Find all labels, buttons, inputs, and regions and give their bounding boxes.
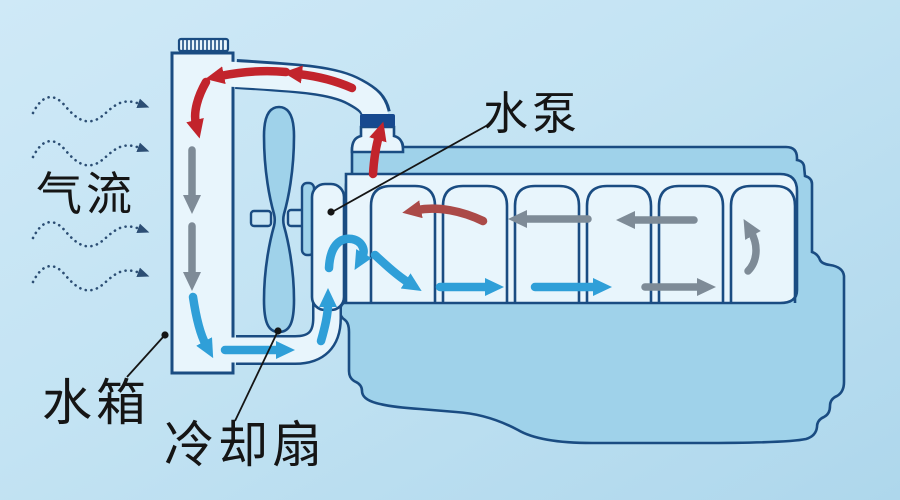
- label-radiator: 水箱: [42, 375, 150, 431]
- cool-flow-arrow: [324, 234, 372, 273]
- upper-hose-inner: [225, 61, 389, 120]
- label-cooling-fan: 冷却扇: [164, 417, 326, 473]
- cylinder: [513, 184, 581, 303]
- thermostat-band: [360, 114, 395, 127]
- hot-flow-arrow: [186, 77, 211, 139]
- engine-water-jacket: [344, 172, 799, 305]
- cooling-fan-leader-line: [234, 332, 278, 422]
- hot-flow-arrow: [283, 65, 357, 93]
- cylinder: [369, 184, 437, 303]
- coolant-flow-arrows: [183, 65, 761, 359]
- airflow-wave-icon: [31, 95, 150, 123]
- cylinder: [585, 184, 653, 303]
- airflow-wave-icon: [31, 264, 150, 292]
- hot-flow-arrow: [205, 66, 291, 85]
- hot-flow-arrow: [368, 121, 387, 179]
- airflow-wave-icon: [31, 220, 150, 248]
- cool-flow-arrow: [188, 292, 214, 359]
- cooling-fan-leader-dot: [274, 327, 282, 335]
- label-airflow: 气流: [36, 169, 136, 220]
- radiator-cap-ribs: [182, 40, 224, 50]
- label-leaders: [126, 125, 487, 422]
- cylinder: [657, 184, 725, 303]
- water-pump-leader-dot: [327, 208, 335, 216]
- engine-cylinders: [369, 184, 797, 303]
- cylinder: [441, 184, 509, 303]
- cool-flow-arrow: [316, 288, 337, 346]
- hot-flow-arrow-engine: [402, 200, 488, 226]
- airflow-wave-icon: [31, 139, 150, 167]
- water-pump-leader-line: [331, 125, 487, 213]
- radiator-body: [170, 51, 235, 375]
- upper-radiator-hose: [225, 59, 391, 120]
- cylinder: [729, 184, 797, 303]
- fan-hub: [249, 209, 273, 228]
- radiator: [170, 37, 235, 375]
- radiator-leader-line: [126, 335, 165, 378]
- cool-flow-arrow: [370, 250, 422, 292]
- radiator-leader-dot: [161, 331, 169, 339]
- label-water-pump: 水泵: [483, 89, 582, 139]
- airflow-waves: [31, 95, 150, 292]
- flow-arrow-gray: [743, 218, 761, 275]
